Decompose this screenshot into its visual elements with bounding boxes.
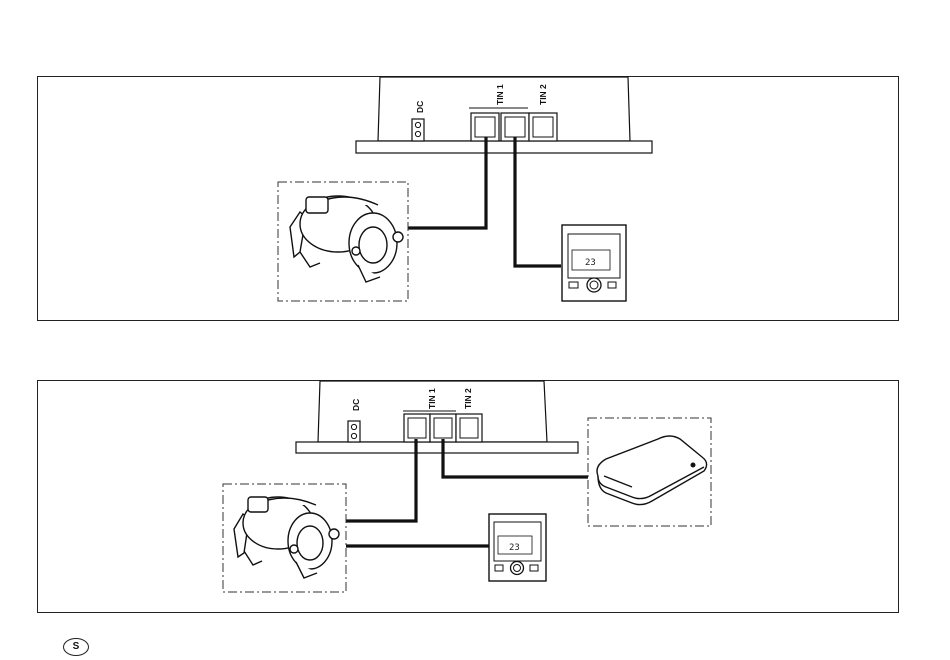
tin2-label: TIN 2 [538, 84, 548, 105]
heater-icon [234, 497, 339, 578]
cable-control-panel [515, 137, 561, 266]
dc-label: DC [415, 101, 425, 113]
heater-icon [290, 196, 403, 282]
tin1-label: TIN 1 [427, 388, 437, 409]
language-badge: S [63, 638, 89, 656]
panel-display: 23 [509, 543, 520, 553]
control-box: DC TIN 1 TIN 2 [356, 77, 652, 153]
remote-unit-icon [597, 436, 707, 505]
panel-knob [587, 278, 601, 292]
wiring-diagram-1: DC TIN 1 TIN 2 23 [38, 77, 898, 320]
control-panel-icon: 23 [562, 225, 626, 301]
control-panel-icon: 23 [489, 514, 546, 581]
control-box: DC TIN 1 TIN 2 [296, 381, 578, 453]
tin1-label: TIN 1 [495, 84, 505, 105]
tin2-label: TIN 2 [463, 388, 473, 409]
panel-knob [511, 562, 524, 575]
dc-label: DC [351, 399, 361, 411]
wiring-diagram-2: DC TIN 1 TIN 2 23 [38, 381, 898, 612]
diagram-panel-1: DC TIN 1 TIN 2 23 [37, 76, 899, 321]
diagram-panel-2: DC TIN 1 TIN 2 23 [37, 380, 899, 613]
panel-display: 23 [585, 258, 596, 268]
